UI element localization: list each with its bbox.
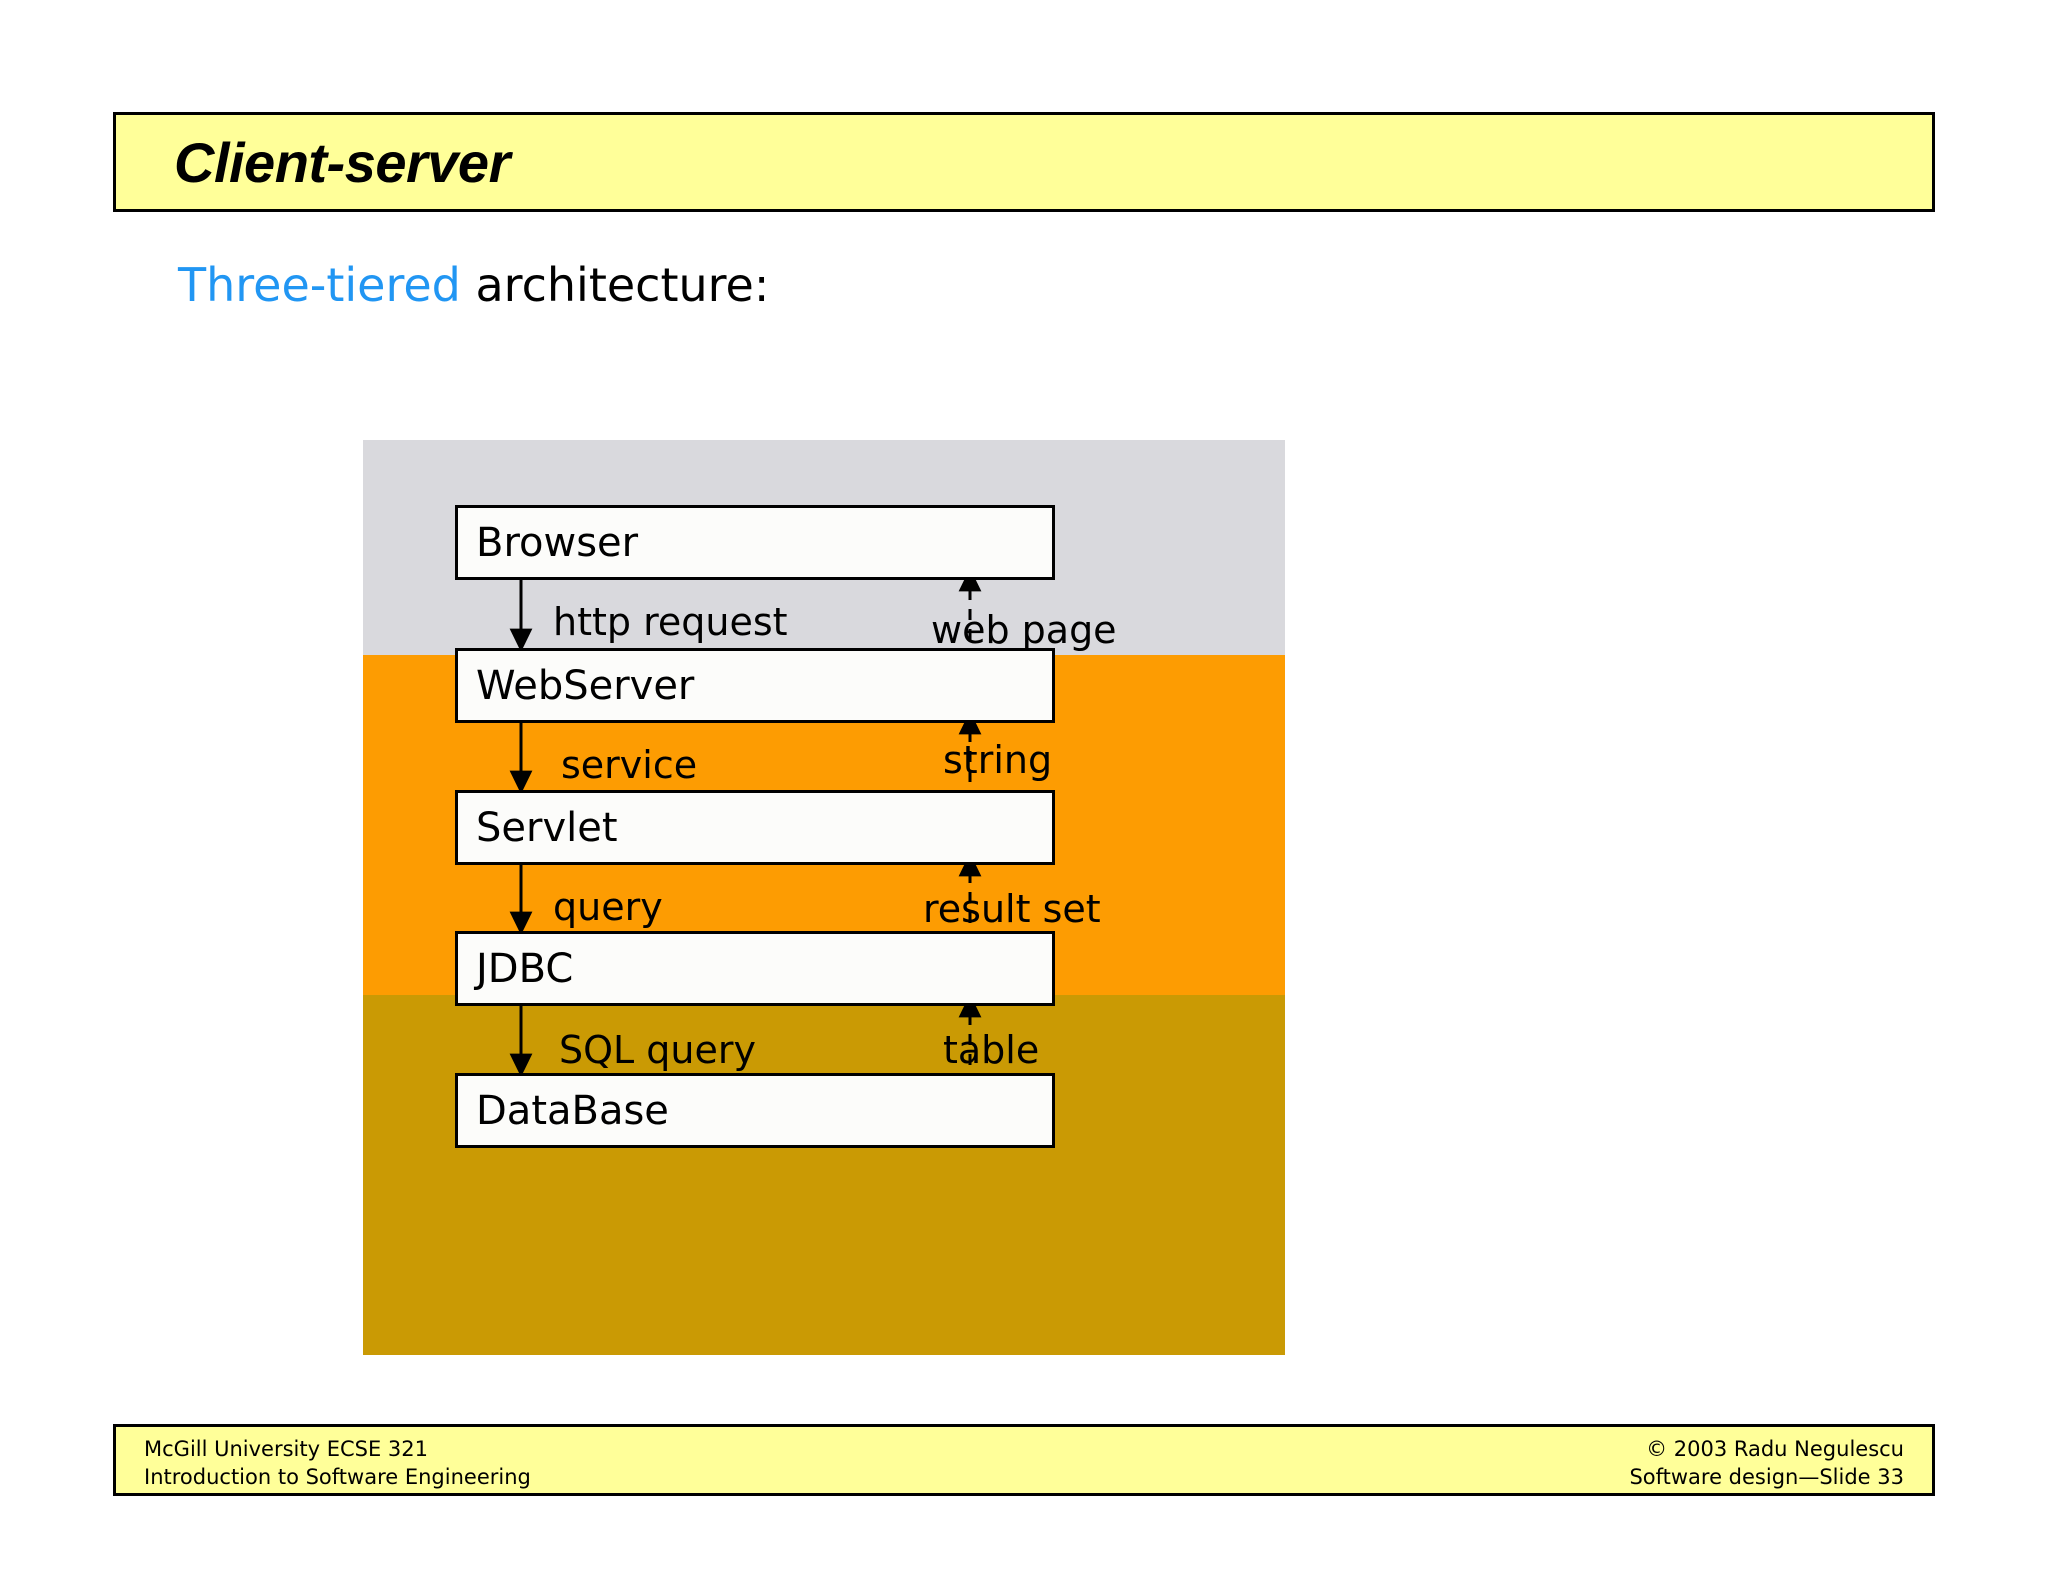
subtitle-rest: architecture: <box>460 258 770 312</box>
node-jdbc[interactable]: JDBC <box>455 931 1055 1006</box>
node-webserver-label: WebServer <box>476 662 695 709</box>
tier-band-database <box>363 995 1285 1355</box>
edge-label-service: service <box>561 743 698 787</box>
edge-label-http-request: http request <box>553 600 788 644</box>
slide-title-bar: Client-server <box>113 112 1935 212</box>
edge-label-query: query <box>553 885 663 929</box>
edge-label-web-page: web page <box>931 608 1117 652</box>
node-browser[interactable]: Browser <box>455 505 1055 580</box>
node-browser-label: Browser <box>476 519 639 566</box>
footer-left: McGill University ECSE 321 Introduction … <box>144 1435 531 1491</box>
edge-label-result-set: result set <box>923 887 1101 931</box>
footer-copyright: © 2003 Radu Negulescu <box>1646 1437 1904 1461</box>
footer-slide-number: Software design—Slide 33 <box>1629 1465 1904 1489</box>
node-servlet[interactable]: Servlet <box>455 790 1055 865</box>
footer-right: © 2003 Radu Negulescu Software design—Sl… <box>1629 1435 1904 1491</box>
node-servlet-label: Servlet <box>476 804 618 851</box>
node-database-label: DataBase <box>476 1087 669 1134</box>
slide-footer-bar: McGill University ECSE 321 Introduction … <box>113 1424 1935 1496</box>
footer-course: McGill University ECSE 321 <box>144 1437 429 1461</box>
node-database[interactable]: DataBase <box>455 1073 1055 1148</box>
page-title: Client-server <box>174 130 510 194</box>
edge-label-string: string <box>943 738 1053 782</box>
footer-course-title: Introduction to Software Engineering <box>144 1465 531 1489</box>
edge-label-sql-query: SQL query <box>559 1028 756 1072</box>
edge-label-table: table <box>943 1028 1040 1072</box>
three-tier-diagram: Browser WebServer Servlet JDBC DataBase … <box>363 440 1285 1355</box>
subtitle: Three-tiered architecture: <box>178 258 769 312</box>
node-webserver[interactable]: WebServer <box>455 648 1055 723</box>
subtitle-accent: Three-tiered <box>178 258 461 312</box>
node-jdbc-label: JDBC <box>476 945 574 992</box>
